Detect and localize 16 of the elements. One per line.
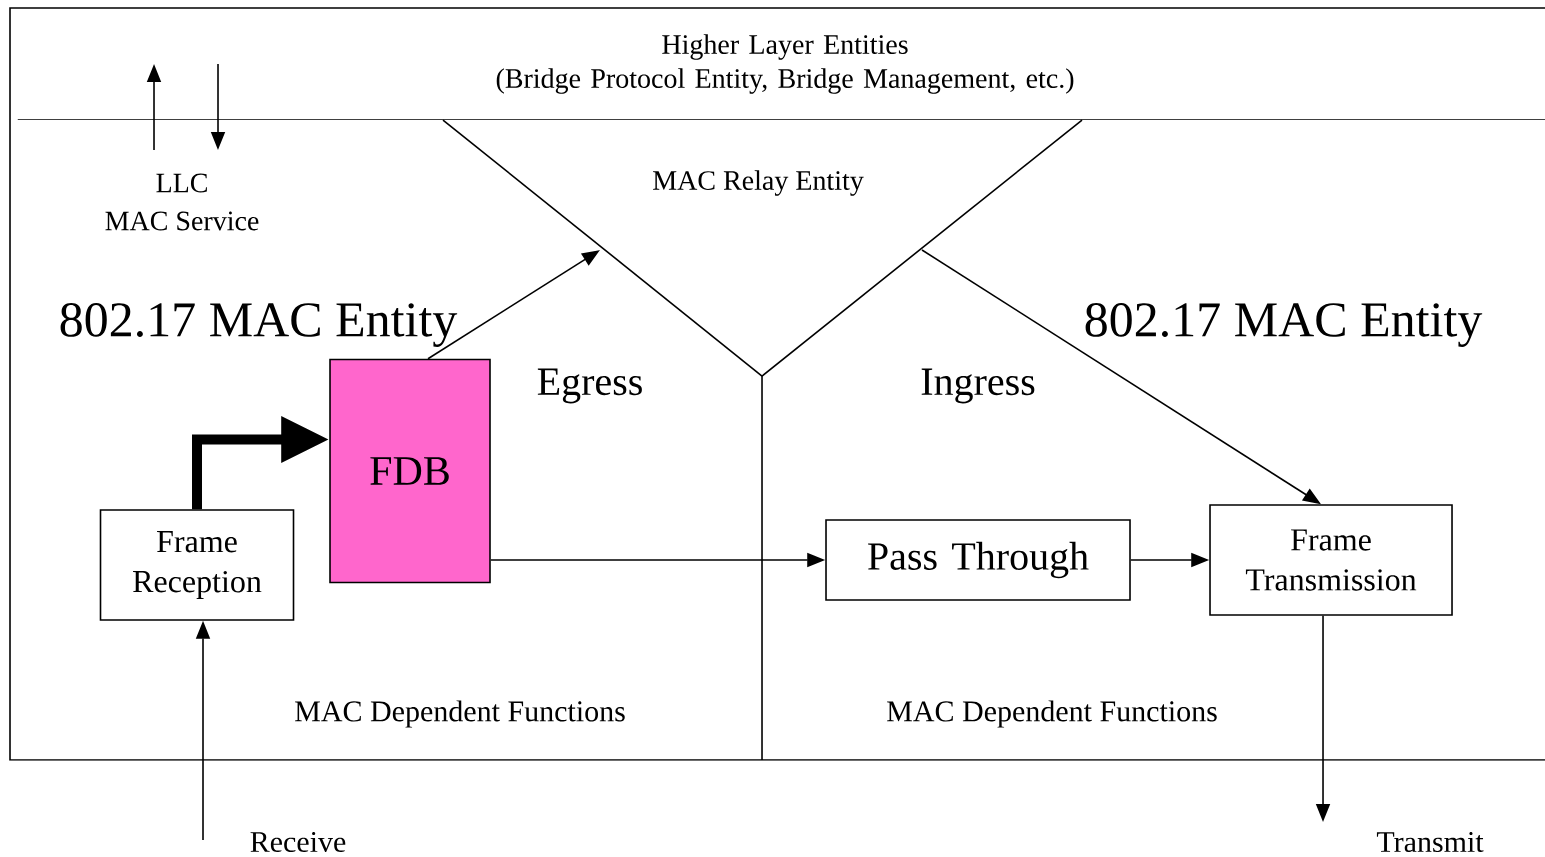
signal-label: Receive: [250, 831, 346, 853]
region-label: Ingress: [921, 368, 1035, 404]
signal-label: Transmit: [1376, 831, 1484, 853]
database-box: FDB: [329, 358, 491, 584]
entity-label: 802.17 MAC Entity: [60, 303, 458, 348]
entity-label: 802.17 MAC Entity: [1085, 303, 1483, 348]
region-label: Egress: [537, 368, 642, 404]
port-label: MAC Service: [105, 211, 259, 231]
process-box: Frame Transmission: [1209, 504, 1453, 616]
process-box: Frame Reception: [99, 509, 295, 621]
process-box: Pass Through: [825, 519, 1131, 601]
functions-label: MAC Dependent Functions: [887, 700, 1217, 728]
port-label: LLC: [156, 173, 207, 193]
layer-band: Higher Layer Entities (Bridge Protocol Entity, Bridge Management, etc.): [17, 34, 1545, 120]
entity-label: MAC Relay Entity: [653, 170, 864, 196]
functions-label: MAC Dependent Functions: [295, 700, 625, 728]
